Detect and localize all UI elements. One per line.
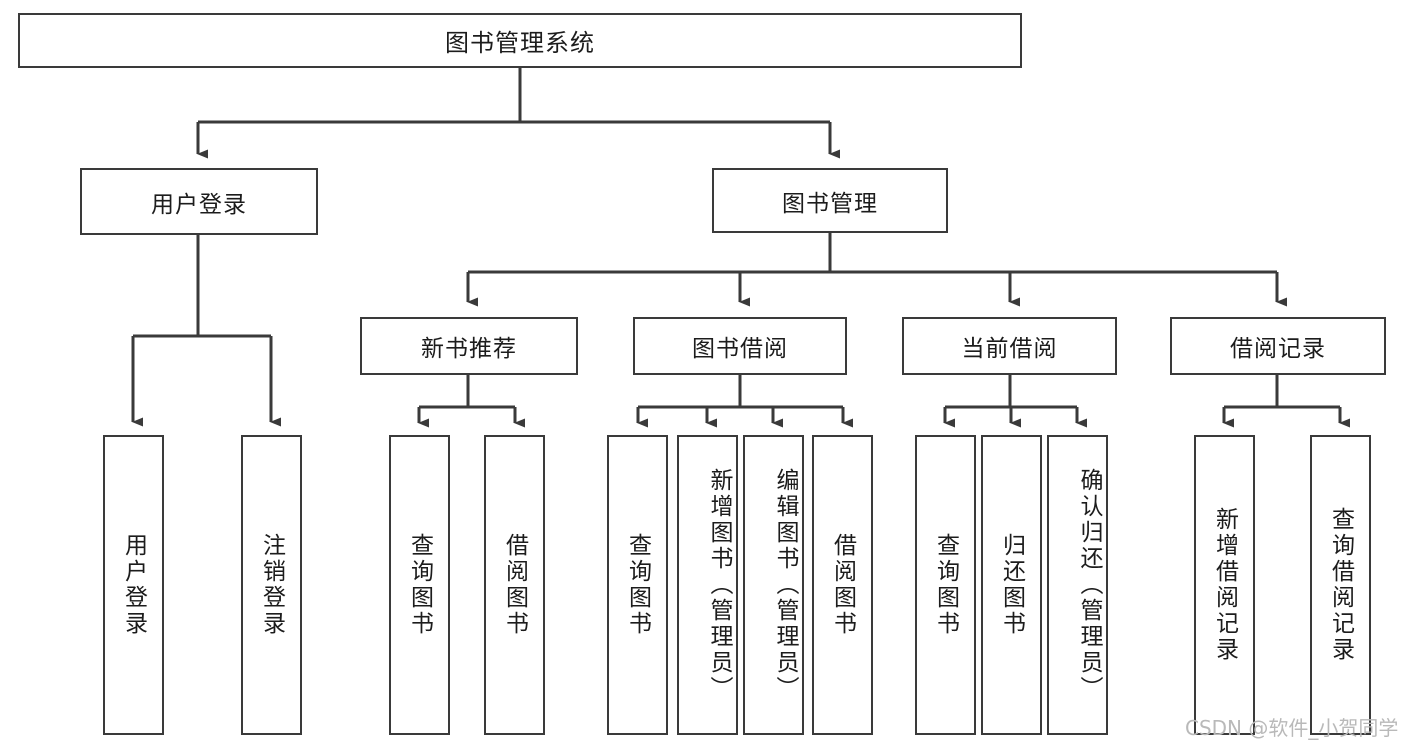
- leaf-query-book-2[interactable]: 查询图书: [607, 435, 668, 735]
- leaf-add-book[interactable]: 新增图书（管理员）: [677, 435, 738, 735]
- leaf-borrow-book-1[interactable]: 借阅图书: [484, 435, 545, 735]
- leaf-add-record[interactable]: 新增借阅记录: [1194, 435, 1255, 735]
- leaf-query-book-1[interactable]: 查询图书: [389, 435, 450, 735]
- node-borrow-record[interactable]: 借阅记录: [1170, 317, 1386, 375]
- node-book-manage[interactable]: 图书管理: [712, 168, 948, 233]
- node-user-login[interactable]: 用户登录: [80, 168, 318, 235]
- leaf-user-login[interactable]: 用户登录: [103, 435, 164, 735]
- leaf-logout-login[interactable]: 注销登录: [241, 435, 302, 735]
- leaf-edit-book[interactable]: 编辑图书（管理员）: [743, 435, 804, 735]
- node-root[interactable]: 图书管理系统: [18, 13, 1022, 68]
- leaf-query-record[interactable]: 查询借阅记录: [1310, 435, 1371, 735]
- leaf-borrow-book-2[interactable]: 借阅图书: [812, 435, 873, 735]
- leaf-query-book-3[interactable]: 查询图书: [915, 435, 976, 735]
- leaf-return-book[interactable]: 归还图书: [981, 435, 1042, 735]
- node-current-borrow[interactable]: 当前借阅: [902, 317, 1117, 375]
- node-book-borrow[interactable]: 图书借阅: [633, 317, 847, 375]
- node-new-book-recommend[interactable]: 新书推荐: [360, 317, 578, 375]
- csdn-watermark: CSDN @软件_小贺同学: [1185, 716, 1399, 740]
- leaf-confirm-return[interactable]: 确认归还（管理员）: [1047, 435, 1108, 735]
